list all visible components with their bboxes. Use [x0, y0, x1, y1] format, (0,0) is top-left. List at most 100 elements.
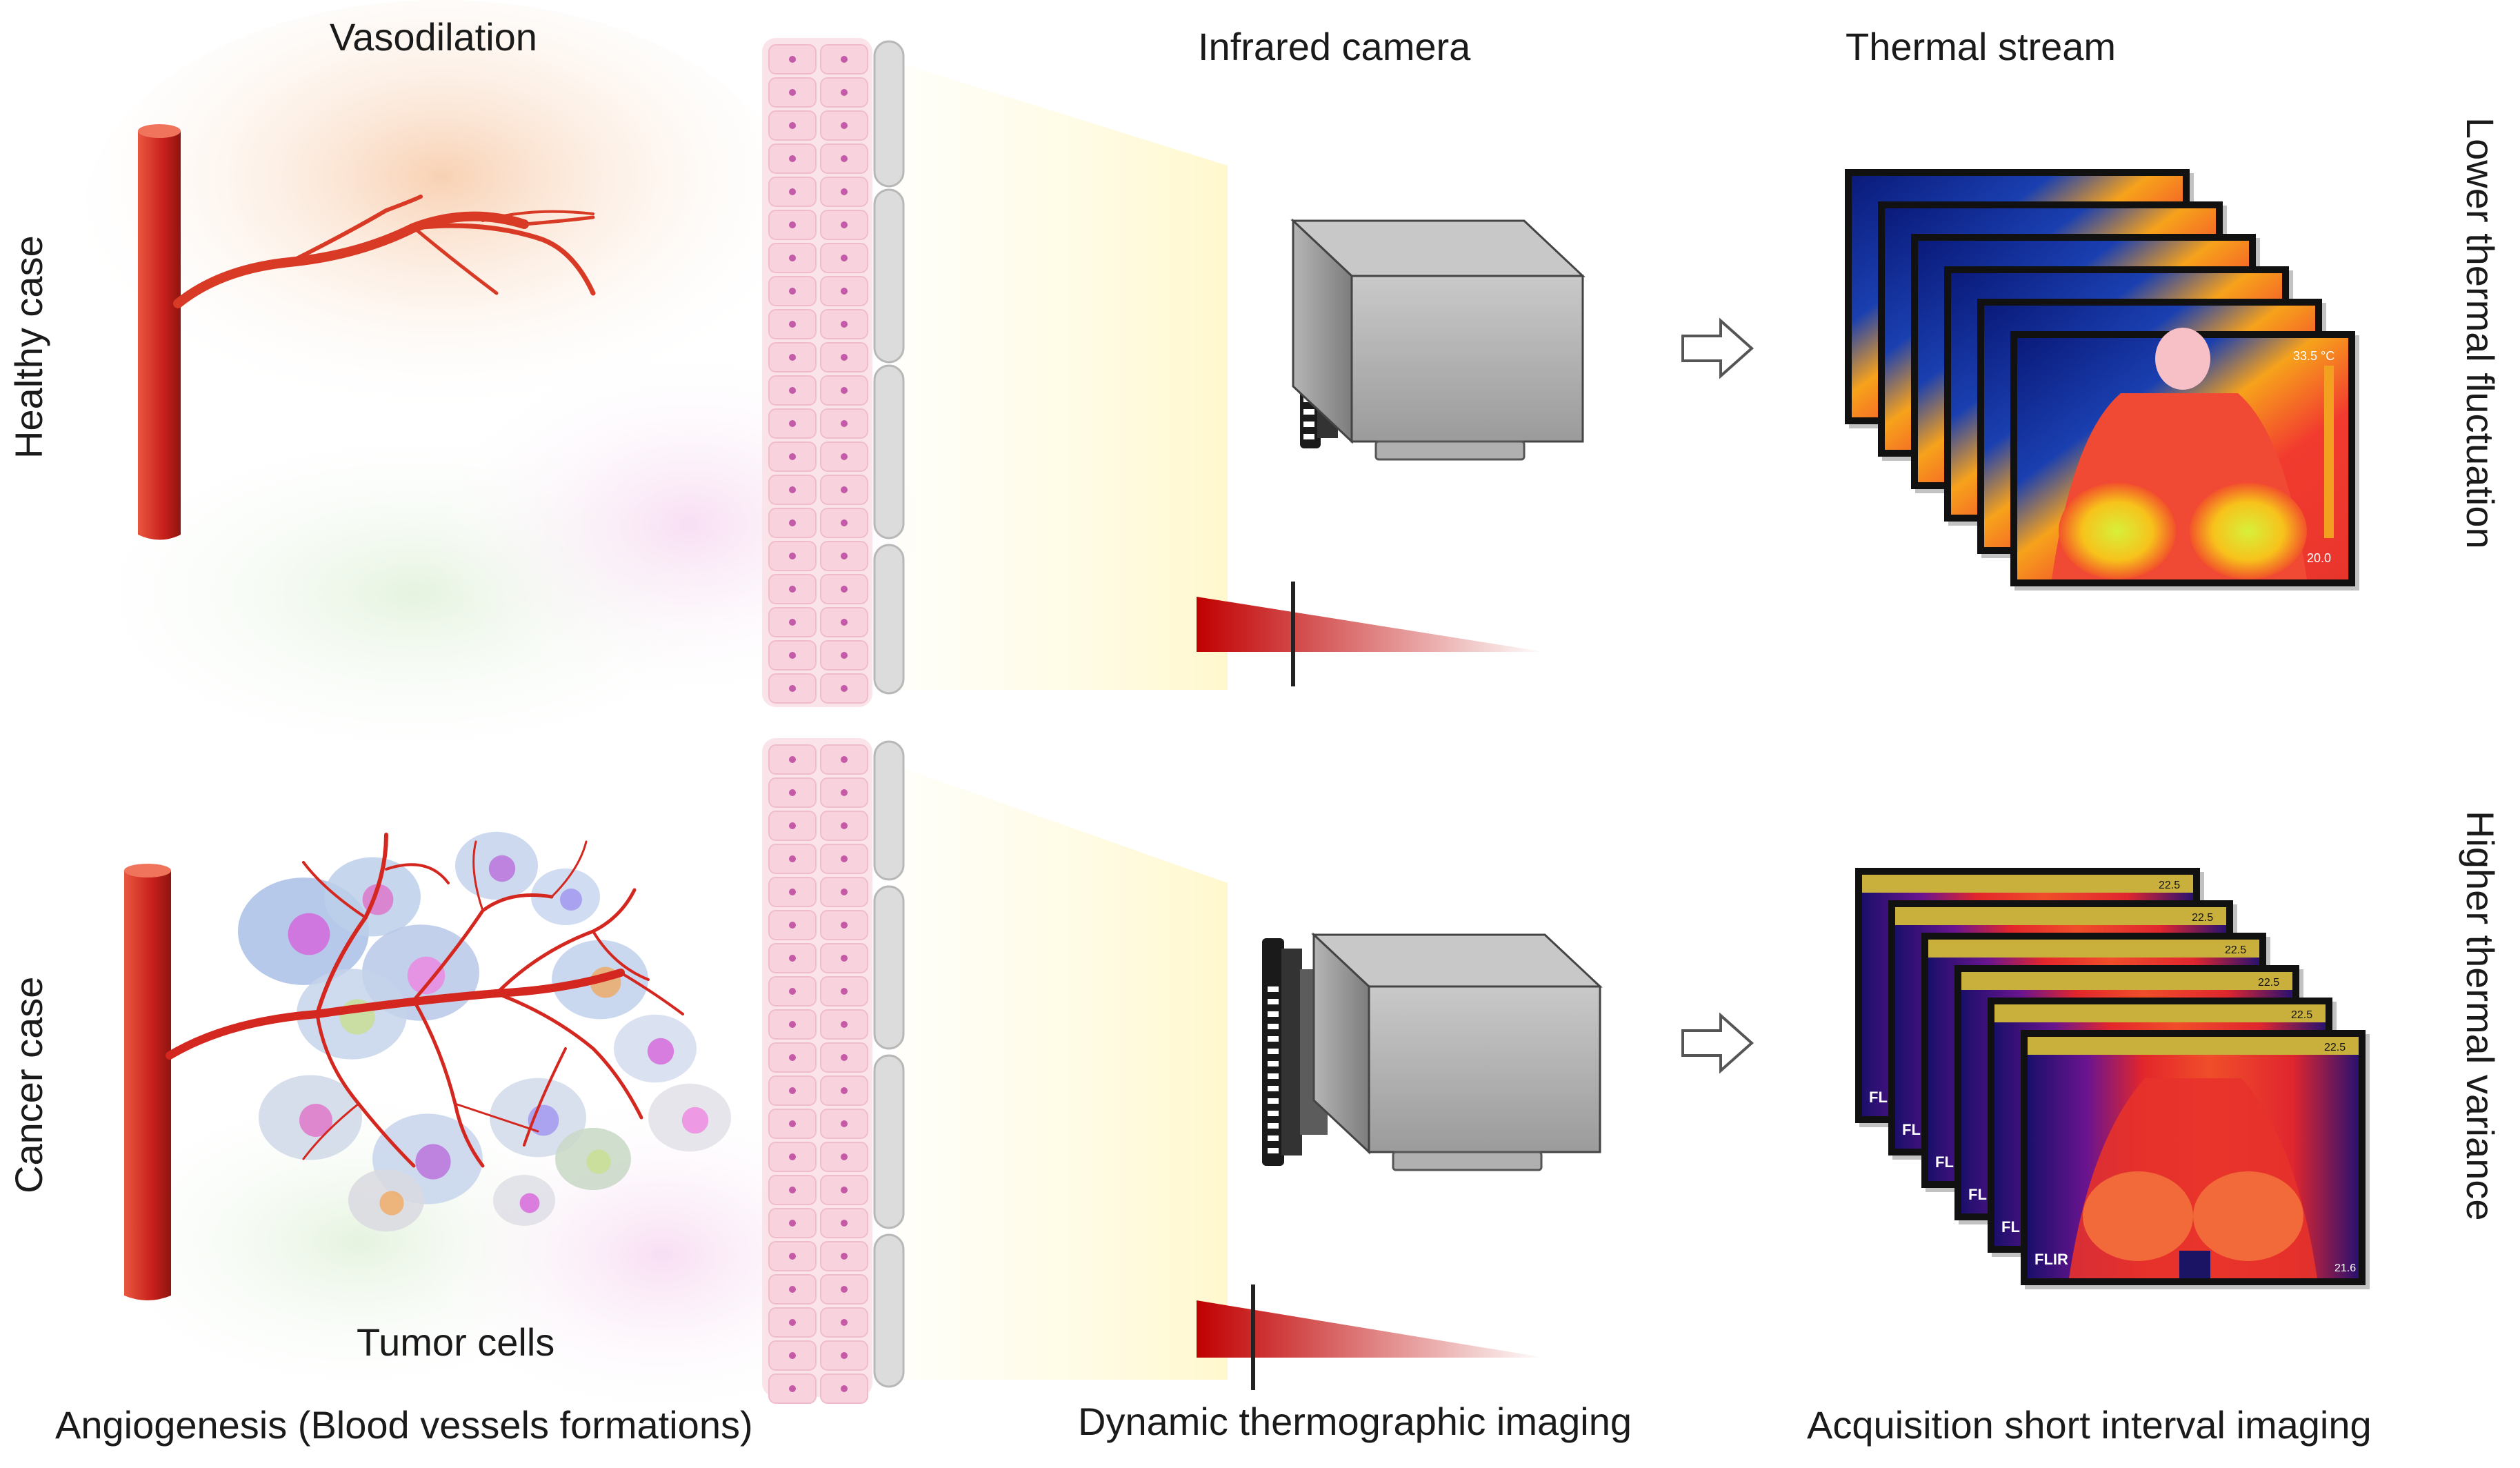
temp-readout: 22.5: [2159, 880, 2180, 891]
cell-nucleus: [789, 955, 796, 962]
temperature-gradient-icon-healthy: [1197, 582, 1545, 686]
tumor-cell-nucleus: [519, 1193, 540, 1213]
cell-nucleus: [841, 486, 848, 493]
tumor-cell-nucleus: [379, 1191, 404, 1216]
healthy-tissue-column-icon: [762, 38, 905, 707]
cell-nucleus: [789, 922, 796, 929]
cell-nucleus: [789, 822, 796, 829]
cell-nucleus: [789, 855, 796, 862]
cell-nucleus: [789, 1087, 796, 1094]
cell-nucleus: [841, 1087, 848, 1094]
breast-right: [2193, 1171, 2303, 1261]
neck: [2155, 328, 2210, 390]
thermal-stream-label: Thermal stream: [1846, 25, 2117, 68]
cell-nucleus: [789, 1385, 796, 1392]
cell-nucleus: [841, 1153, 848, 1160]
cell-nucleus: [789, 789, 796, 796]
cell-nucleus: [841, 922, 848, 929]
lens-fin: [1268, 1049, 1279, 1054]
thermal-image-stack-cancer: 22.5FLIR22.5FLIR22.5FLIR22.5FLIR22.5FLIR…: [1855, 868, 2370, 1289]
cell-nucleus: [841, 586, 848, 593]
cell-nucleus: [789, 685, 796, 692]
lens-fin: [1268, 1073, 1279, 1079]
temp-readout: 22.5: [2192, 912, 2213, 924]
lens-fin: [1268, 1086, 1279, 1091]
cell-nucleus: [841, 255, 848, 261]
healthy-blood-vessel-icon: [138, 124, 596, 540]
cell-nucleus: [789, 1352, 796, 1359]
dynamic-imaging-label: Dynamic thermographic imaging: [1078, 1400, 1632, 1443]
cell-nucleus: [841, 1187, 848, 1193]
cell-nucleus: [789, 889, 796, 895]
cell-nucleus: [789, 1021, 796, 1028]
cancer-tissue-column-icon: [762, 738, 905, 1404]
infrared-camera-icon-healthy: [1290, 218, 1586, 461]
lens-fin: [1268, 1123, 1279, 1129]
tumor-cell-nucleus: [586, 1149, 611, 1174]
lens-fin: [1268, 1036, 1279, 1042]
cell-nucleus: [841, 955, 848, 962]
cell-nucleus: [789, 387, 796, 394]
cell-nucleus: [789, 586, 796, 593]
breast-right: [2190, 483, 2307, 579]
cell-nucleus: [841, 619, 848, 626]
tumor-cell-nucleus: [488, 855, 516, 882]
lens-fin: [1268, 1111, 1279, 1116]
tumor-cell-nucleus: [299, 1104, 332, 1137]
vasodilation-label: Vasodilation: [330, 15, 537, 59]
cell-nucleus: [841, 988, 848, 995]
cell-nucleus: [789, 1220, 796, 1227]
arrow-right-icon-cancer: [1681, 1012, 1754, 1074]
cell-nucleus: [789, 486, 796, 493]
cell-nucleus: [789, 553, 796, 559]
cell-nucleus: [841, 387, 848, 394]
camera-status-bar: [1928, 940, 2259, 958]
flir-brand: FLIR: [2034, 1251, 2068, 1268]
acquisition-label: Acquisition short interval imaging: [1807, 1403, 2372, 1447]
glow-healthy-pink: [428, 345, 952, 704]
higher-variance-label: Higher thermal variance: [2459, 811, 2502, 1221]
lens-fin: [1268, 1098, 1279, 1104]
cell-nucleus: [841, 1352, 848, 1359]
cell-nucleus: [789, 1153, 796, 1160]
temp-readout: 22.5: [2324, 1042, 2346, 1053]
cell-nucleus: [841, 56, 848, 63]
angiogenesis-label: Angiogenesis (Blood vessels formations): [55, 1403, 753, 1447]
lens-fin: [1268, 986, 1279, 992]
tumor-cells-label: Tumor cells: [357, 1320, 555, 1364]
cell-nucleus: [841, 1021, 848, 1028]
lens-fin: [1303, 421, 1314, 427]
cell-nucleus: [841, 420, 848, 427]
min-temp-readout: 21.6: [2334, 1262, 2356, 1274]
tumor-cell-nucleus: [560, 889, 582, 911]
beam-cancer: [897, 766, 1228, 1380]
cell-nucleus: [841, 1385, 848, 1392]
infrared-camera-icon-cancer: [1262, 932, 1603, 1171]
cell-nucleus: [789, 756, 796, 763]
lens-fin: [1268, 1148, 1279, 1153]
lens-fin: [1303, 434, 1314, 439]
cell-nucleus: [789, 89, 796, 96]
cell-nucleus: [789, 1319, 796, 1326]
healthy-case-label: Healthy case: [7, 235, 50, 459]
cell-nucleus: [841, 1120, 848, 1127]
cancer-blood-vessel-icon: [124, 833, 684, 1300]
color-scale-bar: [2324, 366, 2334, 538]
camera-status-bar: [1895, 907, 2226, 925]
lens-fin: [1268, 1011, 1279, 1017]
temp-readout: 22.5: [2258, 977, 2279, 989]
arrow-right-icon-healthy: [1681, 317, 1754, 379]
thermal-image-stack-healthy: 33.5 °C20.0: [1845, 169, 2359, 591]
cell-nucleus: [841, 89, 848, 96]
cell-nucleus: [841, 789, 848, 796]
thermal-frame-healthy: 33.5 °C20.0: [2010, 328, 2359, 591]
lens-fin: [1268, 1135, 1279, 1141]
cell-nucleus: [789, 155, 796, 162]
cell-nucleus: [841, 519, 848, 526]
cold-spot: [2179, 1251, 2210, 1278]
lens-fin: [1268, 1024, 1279, 1029]
breast-left: [2059, 483, 2176, 579]
cell-nucleus: [789, 56, 796, 63]
cell-nucleus: [841, 1286, 848, 1293]
